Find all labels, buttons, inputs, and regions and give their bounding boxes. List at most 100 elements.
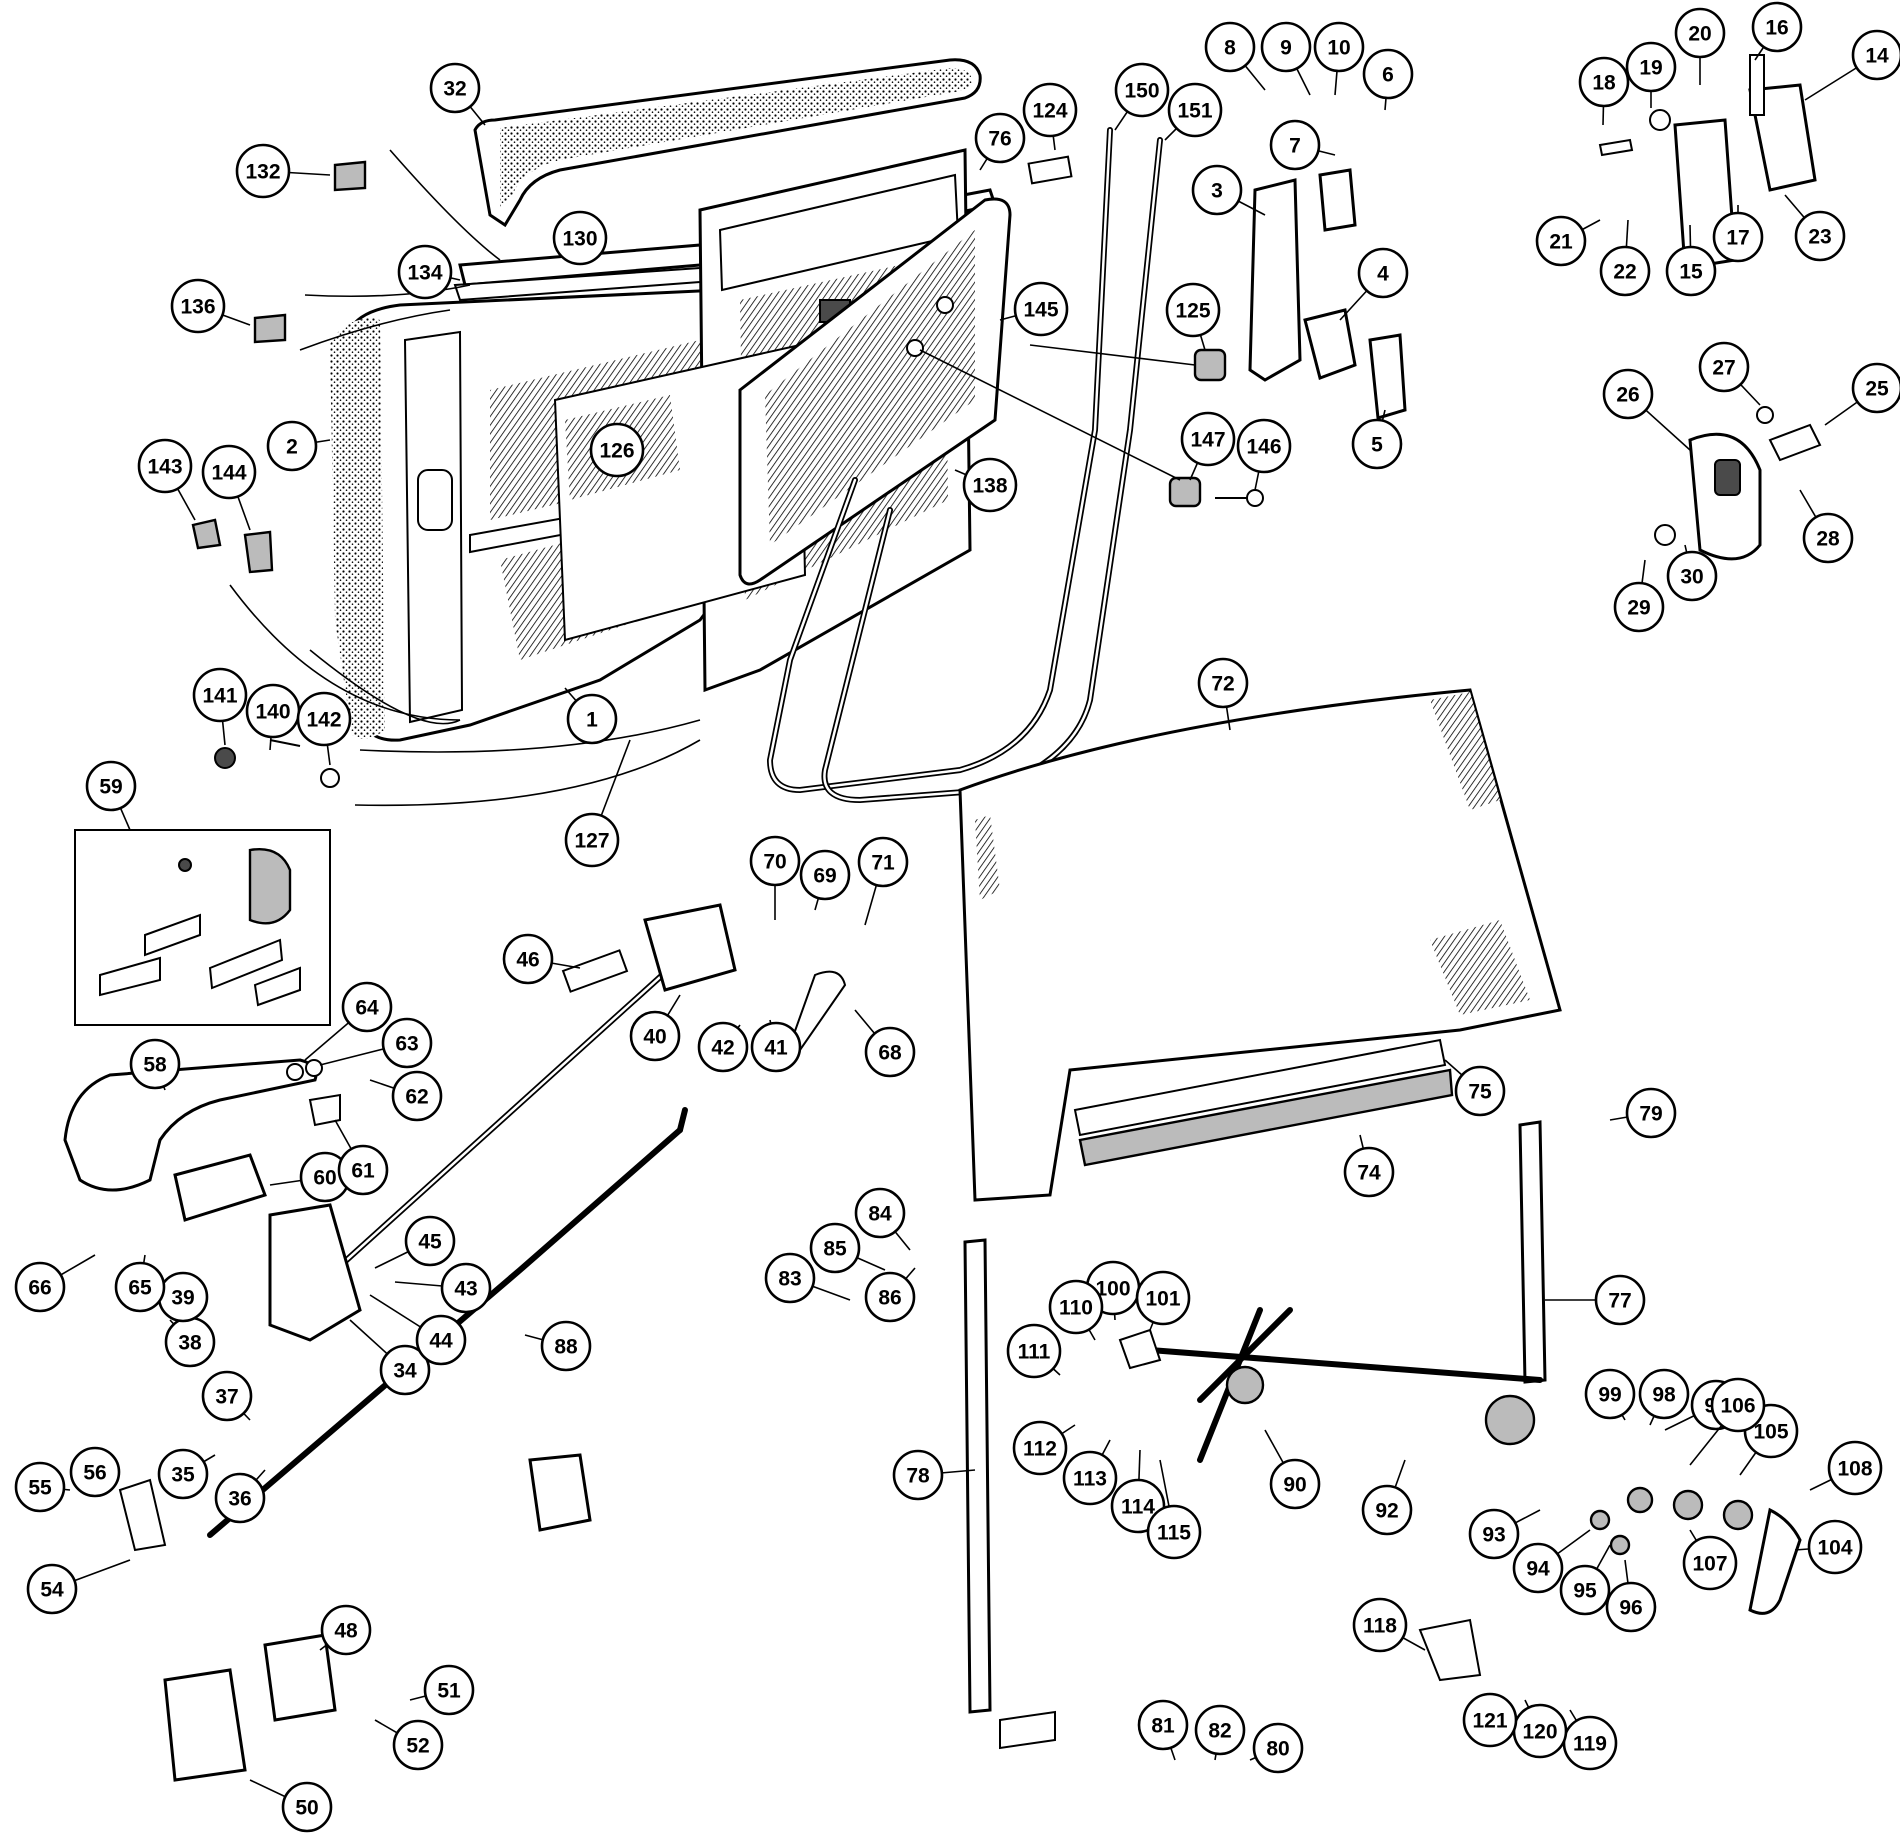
callout-number: 23 [1808, 226, 1831, 249]
callout-120: 120 [1512, 1699, 1568, 1759]
callout-34: 34 [349, 1319, 431, 1396]
callout-number: 96 [1619, 1597, 1642, 1620]
callout-circle [589, 422, 645, 478]
callout-circle [397, 244, 453, 300]
retaining-clips [191, 160, 1264, 788]
callout-32: 32 [429, 62, 486, 126]
callout-60: 60 [269, 1151, 351, 1203]
callout-150: 150 [1114, 62, 1170, 131]
callout-124: 124 [1022, 82, 1078, 151]
callout-65: 65 [114, 1254, 166, 1313]
callout-43: 43 [394, 1262, 492, 1314]
callout-circle [296, 691, 352, 747]
callout-number: 94 [1526, 1558, 1550, 1581]
callout-number: 80 [1266, 1738, 1289, 1761]
callout-circle [1313, 21, 1365, 73]
callout-10: 10 [1313, 21, 1365, 96]
callout-circle [1180, 411, 1236, 467]
callout-circle [864, 1026, 916, 1078]
callout-number: 17 [1726, 227, 1749, 250]
callout-85: 85 [809, 1222, 886, 1274]
callout-36: 36 [214, 1469, 266, 1524]
callout-number: 39 [171, 1287, 194, 1310]
callout-circle [1599, 245, 1651, 297]
callout-number: 44 [429, 1330, 453, 1353]
callout-circle [1135, 1270, 1191, 1326]
callout-28: 28 [1799, 489, 1854, 564]
callout-number: 83 [778, 1268, 801, 1291]
callout-circle [391, 1070, 443, 1122]
callout-circle [1191, 164, 1243, 216]
door-capping-rail [473, 58, 982, 228]
callout-circle [266, 420, 318, 472]
callout-number: 37 [215, 1386, 238, 1409]
callout-circle [1602, 368, 1654, 420]
callout-circle [764, 1252, 816, 1304]
callout-number: 85 [823, 1238, 847, 1261]
callout-number: 1 [586, 709, 598, 732]
callout-circle [1682, 1535, 1738, 1591]
callout-number: 78 [906, 1465, 930, 1488]
callout-106: 106 [1689, 1377, 1766, 1466]
callout-circle [85, 760, 137, 812]
callout-number: 69 [813, 865, 836, 888]
callout-37: 37 [201, 1370, 253, 1422]
callout-circle [129, 1038, 181, 1090]
callout-72: 72 [1197, 657, 1249, 731]
callout-circle [1362, 48, 1414, 100]
callout-75: 75 [1444, 1059, 1506, 1117]
callout-78: 78 [892, 1449, 976, 1501]
callout-circle [1851, 29, 1900, 81]
callout-circle [1594, 1274, 1646, 1326]
callout-108: 108 [1809, 1440, 1883, 1496]
callout-circle [864, 1271, 916, 1323]
callout-50: 50 [249, 1779, 333, 1833]
callout-number: 70 [763, 851, 786, 874]
callout-number: 59 [99, 776, 122, 799]
callout-147: 147 [1180, 411, 1236, 481]
callout-circle [381, 1017, 433, 1069]
callout-circle [1361, 1484, 1413, 1536]
callout-number: 26 [1616, 384, 1639, 407]
callout-126: 126 [589, 422, 645, 478]
callout-circle [1807, 1519, 1863, 1575]
window-glass [958, 688, 1562, 1202]
callout-number: 2 [286, 436, 298, 459]
callout-40: 40 [629, 994, 681, 1062]
callout-number: 41 [764, 1037, 788, 1060]
callout-number: 35 [171, 1464, 195, 1487]
callout-92: 92 [1361, 1459, 1413, 1536]
callout-number: 71 [871, 852, 895, 875]
callout-20: 20 [1674, 7, 1726, 85]
callout-number: 76 [988, 128, 1011, 151]
callout-number: 60 [313, 1167, 336, 1190]
callout-circle [404, 1215, 456, 1267]
callout-circle [14, 1461, 66, 1513]
callout-circle [1006, 1323, 1062, 1379]
callout-81: 81 [1137, 1699, 1189, 1761]
callout-84: 84 [854, 1187, 911, 1251]
callout-number: 66 [28, 1277, 51, 1300]
callout-number: 126 [599, 440, 634, 463]
callout-42: 42 [697, 1021, 749, 1073]
callout-number: 18 [1592, 72, 1616, 95]
callout-38: 38 [164, 1316, 216, 1368]
callout-number: 77 [1608, 1290, 1631, 1313]
callout-circle [1269, 1458, 1321, 1510]
callout-134: 134 [397, 244, 461, 300]
callout-110: 110 [1048, 1279, 1104, 1341]
callout-number: 104 [1817, 1537, 1852, 1560]
exterior-handle [63, 1058, 341, 1222]
callout-71: 71 [857, 836, 909, 926]
callout-88: 88 [524, 1320, 592, 1372]
callout-circle [1137, 1699, 1189, 1751]
callout-circle [1666, 550, 1718, 602]
callout-number: 43 [454, 1278, 477, 1301]
callout-circle [1559, 1564, 1611, 1616]
callout-circle [1613, 581, 1665, 633]
callout-22: 22 [1599, 219, 1651, 297]
callout-number: 136 [180, 296, 215, 319]
callout-number: 65 [128, 1277, 152, 1300]
